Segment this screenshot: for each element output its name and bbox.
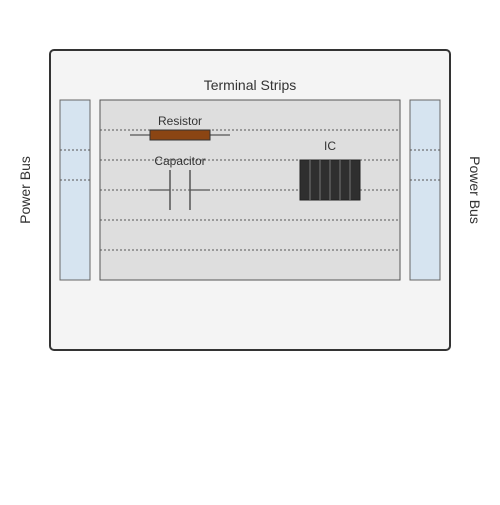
capacitor-icon: [150, 170, 210, 210]
resistor-body: [149, 129, 211, 141]
terminal-strips-title: Terminal Strips: [204, 77, 297, 93]
left-power-bus: [59, 99, 91, 281]
left-power-bus-label: Power Bus: [17, 156, 33, 224]
resistor-icon: [130, 129, 230, 141]
right-power-bus: [409, 99, 441, 281]
resistor-label: Resistor: [158, 114, 202, 128]
capacitor-label: Capacitor: [154, 154, 205, 168]
ic-chip-icon: [299, 159, 361, 201]
right-power-bus-label: Power Bus: [467, 156, 483, 224]
ic-label: IC: [324, 139, 336, 153]
